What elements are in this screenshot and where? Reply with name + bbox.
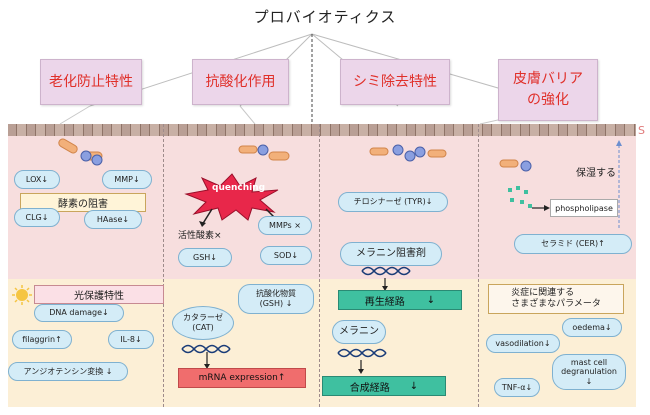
quenching-label: quenching <box>212 183 266 193</box>
haase-pill: HAase↓ <box>84 210 142 229</box>
regeneration-pathway-label: 再生経路 <box>364 296 405 308</box>
tnf-pill: TNF-α↓ <box>494 378 540 397</box>
catalase-pill: カタラーゼ (CAT) <box>172 306 234 340</box>
cell-icon <box>80 150 103 166</box>
il8-pill: IL-8↓ <box>108 330 154 349</box>
tyrosinase-pill: チロシナーゼ (TYR)↓ <box>338 192 448 212</box>
arrow-icon <box>532 205 550 211</box>
mrna-expression-box: mRNA expression↑ <box>178 368 306 388</box>
synthesis-arrow: ↓ <box>409 380 419 392</box>
category-spot-removal: シミ除去特性 <box>340 59 450 105</box>
phospholipase-label: phospholipase <box>555 203 613 213</box>
mmp-pill: MMP↓ <box>102 170 152 189</box>
mrna-expression-label: mRNA expression↑ <box>198 373 286 383</box>
oedema-pill: oedema↓ <box>562 318 622 337</box>
category-antioxidant: 抗酸化作用 <box>192 59 289 105</box>
dna-damage-pill: DNA damage↓ <box>34 304 124 322</box>
skin-surface-layer <box>8 124 636 136</box>
cell-icon <box>520 160 532 172</box>
arrow-icon <box>382 278 388 291</box>
mast-cell-pill: mast cell degranulation ↓ <box>552 354 626 390</box>
sod-pill: SOD↓ <box>260 246 312 265</box>
moisture-drops-icon <box>508 186 532 208</box>
enzyme-inhibition-box: 酵素の阻害 <box>20 193 146 212</box>
dna-helix-icon <box>337 348 387 358</box>
vasodilation-pill: vasodilation↓ <box>486 334 560 353</box>
category-label: 抗酸化作用 <box>205 73 276 90</box>
phospholipase-box: phospholipase <box>550 199 618 217</box>
photoprotection-box: 光保護特性 <box>34 285 164 304</box>
column-separator <box>319 124 320 407</box>
regeneration-arrow: ↓ <box>426 294 436 306</box>
dashed-up-arrow <box>616 140 622 228</box>
angiotensin-pill: アンジオテンシン変換 ↓ <box>8 362 128 381</box>
antioxidant-gsh-label: 抗酸化物質 (GSH) ↓ <box>256 289 296 308</box>
category-skin-barrier: 皮膚バリア の強化 <box>498 59 598 121</box>
arrow-icon <box>358 360 364 374</box>
cell-icon <box>257 144 269 156</box>
category-label: シミ除去特性 <box>353 73 437 90</box>
diagram-title: プロバイオティクス <box>253 8 397 26</box>
column-separator <box>478 124 479 407</box>
regeneration-pathway-box: 再生経路 ↓ <box>338 290 462 310</box>
column-separator <box>163 124 164 407</box>
inflammation-params-box: 炎症に関連する さまざまなパラメータ <box>488 284 624 314</box>
clg-pill: CLG↓ <box>14 208 60 227</box>
synthesis-pathway-label: 合成経路 <box>349 382 390 394</box>
catalase-label: カタラーゼ (CAT) <box>183 313 223 332</box>
category-label: 皮膚バリア <box>513 71 583 87</box>
bacteria-icon <box>499 159 519 168</box>
category-anti-aging: 老化防止特性 <box>40 59 142 105</box>
antioxidant-gsh-pill: 抗酸化物質 (GSH) ↓ <box>238 284 314 314</box>
moisturize-label: 保湿する <box>576 168 616 179</box>
cell-icon <box>392 144 426 162</box>
bacteria-icon <box>238 145 290 161</box>
bacteria-icon <box>369 147 447 158</box>
mmps-pill: MMPs × <box>258 216 312 235</box>
dna-helix-icon <box>181 344 231 354</box>
starburst-icon <box>184 173 279 221</box>
melanin-inhibitor-pill: メラニン阻害剤 <box>340 242 442 266</box>
s-marker: S <box>638 124 645 137</box>
photoprotection-label: 光保護特性 <box>74 291 124 302</box>
melanin-inhibitor-label: メラニン阻害剤 <box>356 248 426 259</box>
synthesis-pathway-box: 合成経路 ↓ <box>322 376 446 396</box>
lox-pill: LOX↓ <box>14 170 60 189</box>
melanin-pill: メラニン <box>332 320 386 344</box>
category-label: 老化防止特性 <box>49 73 133 90</box>
ceramide-pill: セラミド (CER)↑ <box>514 234 632 254</box>
sun-icon <box>12 285 32 305</box>
mast-cell-label: mast cell degranulation ↓ <box>561 357 617 386</box>
gsh-pill: GSH↓ <box>178 248 232 267</box>
dna-helix-icon <box>361 266 411 276</box>
melanin-label: メラニン <box>339 326 379 337</box>
enzyme-inhibition-label: 酵素の阻害 <box>58 199 108 210</box>
filaggrin-pill: filaggrin↑ <box>12 330 72 349</box>
inflammation-params-label: 炎症に関連する さまざまなパラメータ <box>511 287 601 309</box>
ros-label: 活性酸素× <box>178 231 222 241</box>
category-label-line2: の強化 <box>527 92 569 108</box>
arrow-icon <box>204 352 210 369</box>
